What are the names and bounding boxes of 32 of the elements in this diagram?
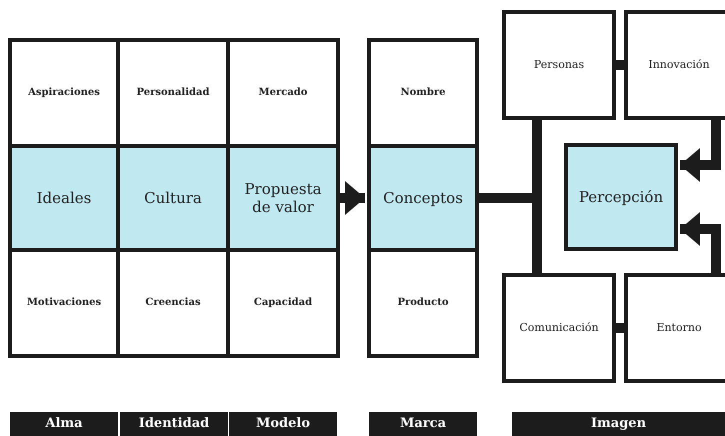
column-header: Modelo <box>229 412 337 436</box>
category-box <box>502 273 616 383</box>
box-label: Producto <box>396 297 450 309</box>
box-label: Motivaciones <box>26 297 102 309</box>
box-label: Cultura <box>143 189 203 207</box>
arrow <box>680 120 721 182</box>
box-label: Capacidad <box>252 297 314 309</box>
box-label: Innovación <box>647 58 711 72</box>
box-label: Conceptos <box>382 189 464 207</box>
category-box <box>624 10 725 120</box>
arrow <box>680 212 721 273</box>
arrow <box>340 181 365 215</box>
box-label: Ideales <box>36 189 92 207</box>
box-label: Propuesta de valor <box>243 180 323 216</box>
box-label: Percepción <box>578 188 664 206</box>
box-label: Entorno <box>655 321 703 335</box>
box-label: Personalidad <box>136 87 210 99</box>
box-label: Aspiraciones <box>27 87 101 99</box>
category-box <box>502 10 616 120</box>
category-box <box>624 273 725 383</box>
box-label: Creencias <box>144 297 202 309</box>
box-label: Nombre <box>399 87 446 99</box>
column-header: Alma <box>10 412 118 436</box>
box-label: Personas <box>532 58 586 72</box>
box-label: Comunicación <box>518 321 600 335</box>
column-header: Marca <box>369 412 477 436</box>
connector-line <box>616 60 624 70</box>
concept-box <box>564 143 678 251</box>
column-header: Imagen <box>512 412 725 436</box>
box-label: Mercado <box>258 87 308 99</box>
connector-line <box>616 323 624 333</box>
column-header: Identidad <box>120 412 228 436</box>
